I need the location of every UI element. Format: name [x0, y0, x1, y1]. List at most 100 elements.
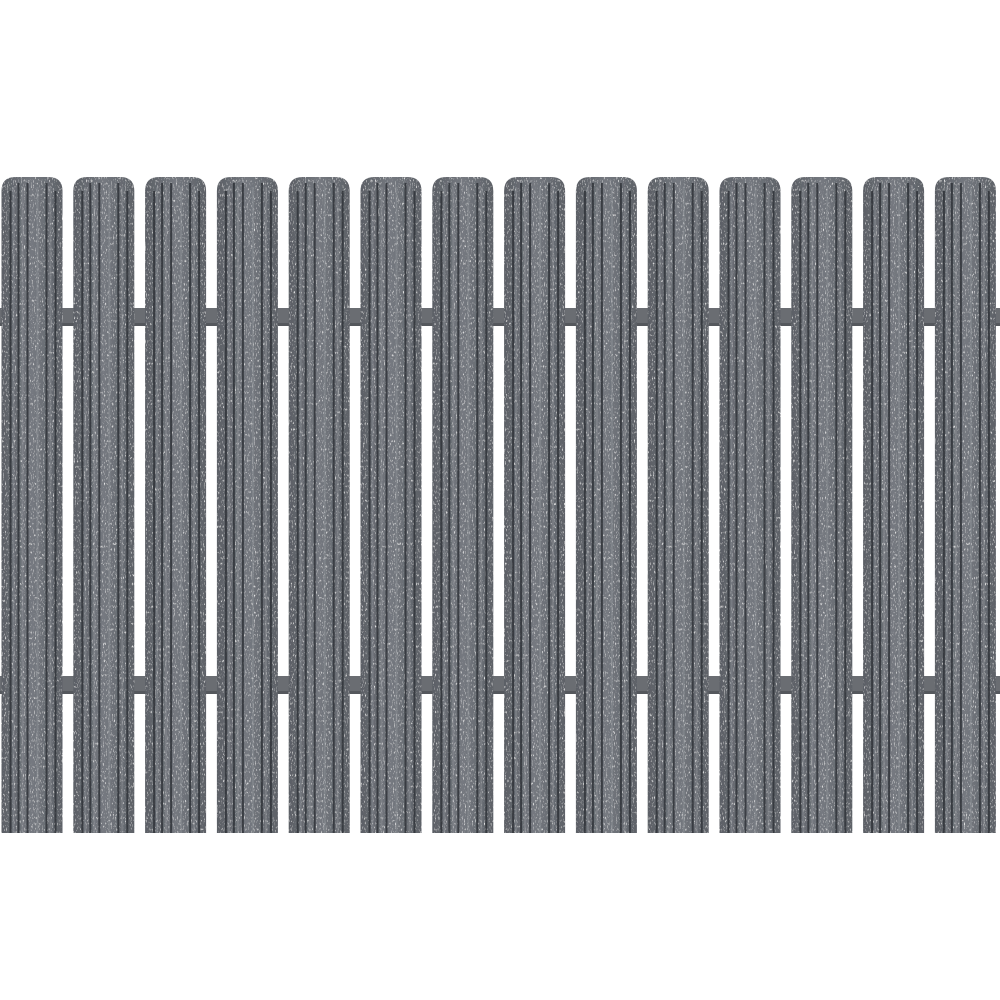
picket-ridge	[308, 187, 311, 833]
picket-groove	[529, 183, 532, 833]
picket-groove	[98, 183, 101, 833]
picket-ridge	[36, 187, 39, 833]
picket-ridge	[552, 187, 555, 833]
picket-groove	[735, 183, 738, 833]
picket	[1, 177, 63, 833]
rail-shadow	[0, 323, 1000, 326]
picket-ridge	[323, 187, 326, 833]
picket-groove	[313, 183, 316, 833]
picket-ridge	[739, 187, 742, 833]
picket	[360, 177, 422, 833]
picket	[288, 177, 350, 833]
picket-ridge	[595, 187, 598, 833]
picket-groove	[763, 183, 766, 833]
picket-groove	[485, 191, 488, 833]
picket-ridge	[452, 187, 455, 833]
picket-ridge	[730, 187, 733, 833]
picket-groove	[628, 191, 631, 833]
picket-groove	[950, 183, 953, 833]
picket-ridge	[467, 187, 470, 833]
picket-ridge	[802, 187, 805, 833]
picket-groove	[260, 183, 263, 833]
picket-ridge	[767, 187, 770, 833]
picket-ridge	[443, 187, 446, 833]
picket-ridge	[236, 187, 239, 833]
picket-groove	[448, 183, 451, 833]
picket-ridge	[93, 187, 96, 833]
picket-groove	[304, 183, 307, 833]
picket-groove	[413, 191, 416, 833]
picket-ridge	[108, 187, 111, 833]
picket-ridge	[874, 187, 877, 833]
picket-groove	[691, 183, 694, 833]
picket-groove	[772, 191, 775, 833]
picket	[647, 177, 709, 833]
picket-groove	[557, 191, 560, 833]
picket-ridge	[982, 187, 985, 833]
picket-groove	[269, 191, 272, 833]
picket-groove	[959, 183, 962, 833]
picket-ridge	[299, 187, 302, 833]
picket-groove	[799, 191, 802, 833]
picket-groove	[520, 183, 523, 833]
picket-ridge	[336, 187, 339, 833]
picket-ridge	[945, 187, 948, 833]
picket-groove	[619, 183, 622, 833]
picket	[504, 177, 566, 833]
picket-groove	[341, 191, 344, 833]
picket-ridge	[21, 187, 24, 833]
picket-groove	[879, 183, 882, 833]
picket-groove	[26, 183, 29, 833]
picket-groove	[987, 191, 990, 833]
picket-ridge	[658, 187, 661, 833]
picket-ridge	[610, 187, 613, 833]
picket-ridge	[667, 187, 670, 833]
picket-groove	[548, 183, 551, 833]
picket	[575, 177, 637, 833]
picket-ridge	[839, 187, 842, 833]
picket-groove	[232, 183, 235, 833]
picket-groove	[368, 191, 371, 833]
picket-groove	[241, 183, 244, 833]
picket-ridge	[121, 187, 124, 833]
picket-groove	[189, 183, 192, 833]
picket-ridge	[156, 187, 159, 833]
picket-groove	[117, 183, 120, 833]
picket-ridge	[380, 187, 383, 833]
picket-ridge	[408, 187, 411, 833]
picket	[934, 177, 996, 833]
picket-groove	[591, 183, 594, 833]
picket-groove	[440, 191, 443, 833]
picket-groove	[9, 191, 12, 833]
picket-ridge	[180, 187, 183, 833]
picket	[216, 177, 278, 833]
picket-groove	[727, 191, 730, 833]
picket	[145, 177, 207, 833]
picket-ridge	[264, 187, 267, 833]
picket-groove	[871, 191, 874, 833]
rail-shadow	[0, 691, 1000, 694]
picket-groove	[296, 191, 299, 833]
picket-ridge	[371, 187, 374, 833]
picket-ridge	[826, 187, 829, 833]
picket	[719, 177, 781, 833]
picket-groove	[744, 183, 747, 833]
picket-groove	[404, 183, 407, 833]
picket-groove	[655, 191, 658, 833]
picket-groove	[942, 191, 945, 833]
picket-ridge	[911, 187, 914, 833]
picket-groove	[907, 183, 910, 833]
picket-ridge	[811, 187, 814, 833]
picket-ridge	[165, 187, 168, 833]
picket-ridge	[586, 187, 589, 833]
picket-groove	[198, 191, 201, 833]
picket-ridge	[515, 187, 518, 833]
picket-ridge	[682, 187, 685, 833]
picket	[432, 177, 494, 833]
picket-groove	[978, 183, 981, 833]
picket-ridge	[539, 187, 542, 833]
picket-groove	[81, 191, 84, 833]
picket-groove	[126, 191, 129, 833]
picket-ridge	[883, 187, 886, 833]
picket-groove	[170, 183, 173, 833]
